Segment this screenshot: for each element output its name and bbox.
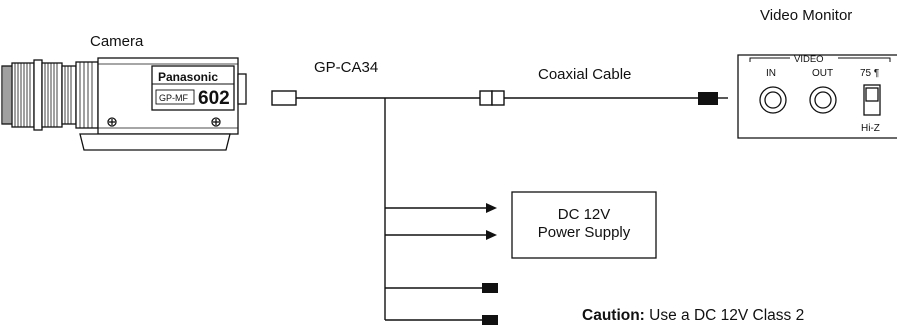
coaxial-cable-label: Coaxial Cable — [538, 66, 632, 83]
arrow-to-power-1 — [486, 203, 497, 213]
video-monitor-label: Video Monitor — [760, 7, 853, 24]
caution-note: Caution: Use a DC 12V Class 2 — [582, 307, 804, 325]
monitor-panel — [737, 54, 897, 139]
cable-model-label: GP-CA34 — [314, 59, 379, 76]
monitor-ohm-label: 75 ¶ — [860, 68, 879, 79]
power-plug-2 — [482, 315, 498, 325]
power-supply-line2: Power Supply — [537, 224, 631, 241]
arrow-to-power-2 — [486, 230, 497, 240]
power-plug-1 — [482, 283, 498, 293]
camera-model-number: 602 — [198, 88, 230, 109]
power-supply-box — [511, 191, 657, 259]
coax-bnc-plug — [698, 92, 718, 105]
camera-illustration — [1, 57, 247, 151]
power-supply-line1: DC 12V — [557, 206, 611, 223]
power-supply-text: DC 12V Power Supply — [512, 206, 656, 242]
caution-text: Use a DC 12V Class 2 — [644, 307, 805, 324]
monitor-hiz-label: Hi-Z — [861, 123, 880, 134]
monitor-out-label: OUT — [812, 68, 833, 79]
monitor-video-label: VIDEO — [794, 54, 824, 65]
camera-model-prefix: GP-MF — [159, 93, 188, 103]
cable-lines — [271, 90, 728, 321]
camera-label: Camera — [90, 33, 144, 50]
caution-bold: Caution: — [582, 307, 645, 324]
camera-brand-text: Panasonic — [158, 70, 218, 84]
monitor-in-label: IN — [766, 68, 776, 79]
